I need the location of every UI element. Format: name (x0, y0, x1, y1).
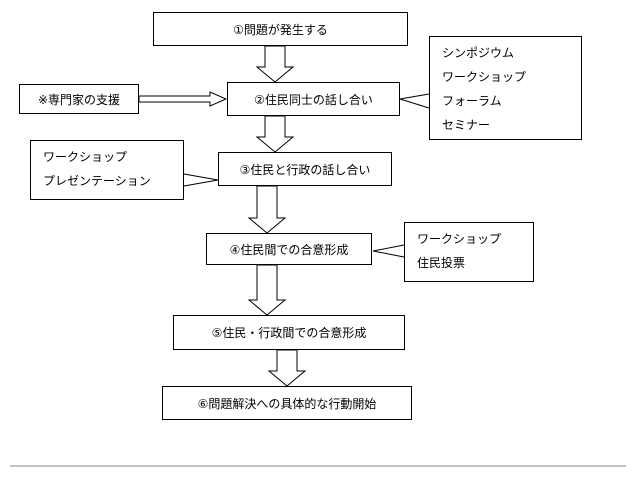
down-arrow-5-6 (267, 349, 307, 387)
callout-step4: ワークショップ 住民投票 (404, 222, 534, 282)
step-4-box: ④住民間での合意形成 (206, 233, 372, 265)
callout-step2: シンポジウム ワークショップ フォーラム セミナー (429, 36, 582, 140)
step-6-box: ⑥問題解決への具体的な行動開始 (162, 386, 412, 420)
callout-step4-item: 住民投票 (417, 256, 466, 270)
down-arrow-2-3 (255, 115, 295, 153)
step-5-box: ⑤住民・行政間での合意形成 (173, 315, 405, 350)
step-1-box: ①問題が発生する (153, 12, 408, 46)
down-arrow-3-4 (247, 185, 287, 234)
down-arrow-1-2 (255, 45, 295, 83)
callout-step4-item: ワークショップ (417, 232, 502, 246)
right-arrow-support (138, 91, 228, 107)
step-3-box: ③住民と行政の話し合い (218, 152, 392, 186)
callout-step3: ワークショップ プレゼンテーション (30, 140, 184, 200)
callout-tail-step4 (372, 244, 405, 258)
callout-tail-step3 (183, 173, 219, 187)
expert-support-box: ※専門家の支援 (19, 84, 139, 114)
callout-step2-item: セミナー (442, 118, 491, 132)
callout-step2-item: ワークショップ (442, 70, 527, 84)
down-arrow-4-5 (247, 264, 287, 316)
callout-tail-step2 (399, 93, 430, 109)
callout-step3-item: プレゼンテーション (43, 174, 151, 188)
callout-step2-item: シンポジウム (442, 46, 515, 60)
callout-step2-item: フォーラム (442, 94, 502, 108)
callout-step3-item: ワークショップ (43, 150, 128, 164)
step-2-box: ②住民同士の話し合い (227, 82, 400, 116)
